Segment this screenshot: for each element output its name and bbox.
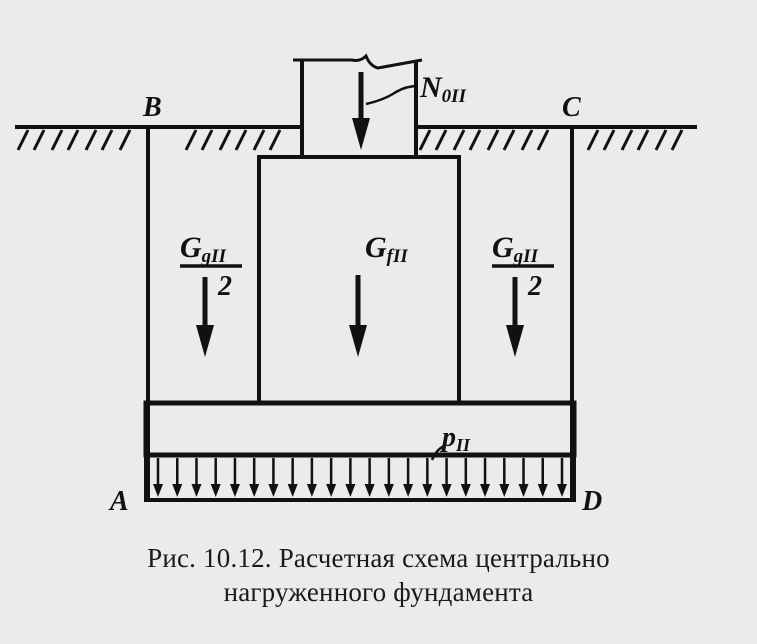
pressure-arrow [287,458,298,497]
pressure-arrow [364,458,375,497]
label-soil-left-den: 2 [217,271,232,302]
soil-left-load-arrow [196,277,214,357]
pressure-arrow [210,458,221,497]
pressure-arrow [229,458,240,497]
pressure-arrow [172,458,183,497]
pressure-arrows [153,458,567,497]
pressure-arrow [326,458,337,497]
pressure-arrow [403,458,414,497]
pressure-arrow [422,458,433,497]
pressure-arrow [345,458,356,497]
label-d: D [581,486,602,517]
label-pressure: pII [440,422,471,455]
pressure-arrow [518,458,529,497]
pressure-arrow [306,458,317,497]
label-soil-left: GgII [180,231,227,267]
column [293,53,423,156]
label-column-load: N0II [419,71,467,107]
pressure-arrow [249,458,260,497]
foundation-load-arrow [349,275,367,357]
pressure-arrow [557,458,567,497]
caption-line-1: Рис. 10.12. Расчетная схема центрально [147,543,610,573]
ground-hatch-right [418,129,684,151]
foundation-slab [143,400,577,458]
column-load-leader [365,84,419,106]
label-soil-right: GgII [492,231,539,267]
soil-right-load-arrow [506,277,524,357]
pressure-arrow [153,458,163,497]
pressure-arrow [499,458,510,497]
label-c: C [562,92,581,123]
label-a: A [108,486,129,517]
label-soil-right-den: 2 [527,271,542,302]
pressure-arrow [537,458,548,497]
column-load-arrow [352,72,370,150]
pressure-arrow [441,458,452,497]
pressure-arrow [480,458,491,497]
label-b: B [142,92,162,123]
pressure-leader [430,444,445,461]
pressure-arrow [460,458,471,497]
caption-line-2: нагруженного фундамента [223,577,534,607]
pressure-arrow [268,458,279,497]
pressure-arrow [191,458,202,497]
pressure-arrow [383,458,394,497]
label-foundation-load: GfII [365,231,408,267]
ground-hatch-left [16,129,282,151]
